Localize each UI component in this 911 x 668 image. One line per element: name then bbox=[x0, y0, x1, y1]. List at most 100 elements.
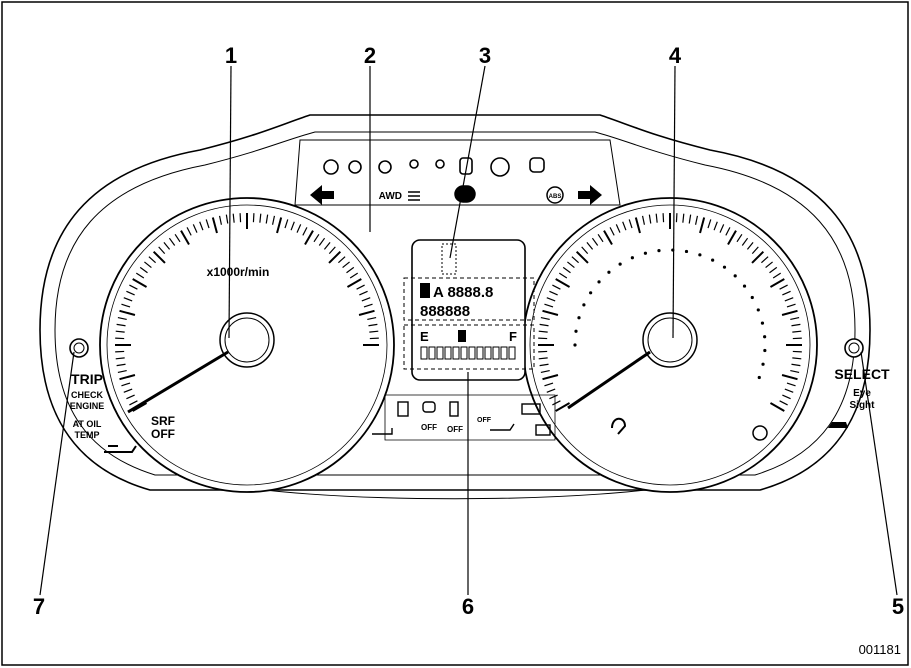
leader-lines bbox=[39, 65, 898, 596]
tach-tick bbox=[199, 221, 204, 231]
speed-tick bbox=[542, 374, 559, 381]
speed-tick bbox=[603, 230, 613, 246]
speed-tick bbox=[542, 309, 559, 316]
speed-dot bbox=[643, 251, 648, 255]
oil-temp-icon bbox=[104, 445, 137, 453]
speed-dot bbox=[573, 343, 577, 347]
speed-tick bbox=[546, 388, 556, 393]
speed-tick bbox=[782, 394, 791, 400]
tach-tick bbox=[318, 237, 326, 246]
speed-tick bbox=[591, 237, 599, 246]
speed-tick bbox=[751, 250, 765, 264]
speed-tick bbox=[581, 246, 589, 254]
tach-tick bbox=[369, 330, 379, 333]
speed-tick bbox=[615, 224, 621, 233]
speed-dot bbox=[698, 253, 702, 257]
speed-tick bbox=[786, 303, 796, 308]
cruise-speed-icon bbox=[611, 417, 627, 435]
speed-tick bbox=[540, 316, 550, 321]
tach-tick bbox=[135, 272, 145, 279]
tach-tick bbox=[116, 363, 126, 367]
cluster-housing bbox=[39, 114, 871, 491]
tach-tick bbox=[296, 224, 302, 233]
speed-tick bbox=[552, 400, 561, 406]
speed-tick bbox=[555, 278, 571, 288]
odometer-top: A 8888.8 bbox=[433, 284, 493, 301]
speed-dot bbox=[684, 249, 689, 254]
speed-tick bbox=[736, 233, 743, 243]
speedometer-hub bbox=[642, 312, 698, 368]
fuel-gauge-area bbox=[403, 324, 535, 370]
engine-label: ENGINE bbox=[70, 401, 105, 411]
speed-tick bbox=[779, 400, 788, 406]
trip-knob[interactable] bbox=[69, 338, 89, 358]
fuel-full-label: F bbox=[509, 329, 517, 344]
speed-tick bbox=[719, 224, 725, 233]
tach-tick bbox=[119, 309, 136, 316]
speed-tick bbox=[539, 323, 549, 327]
fuel-segment bbox=[420, 346, 428, 360]
tach-tick bbox=[148, 256, 156, 264]
tach-tick bbox=[117, 316, 127, 321]
callout-4: 4 bbox=[669, 43, 682, 68]
speed-dot bbox=[582, 303, 586, 307]
srf-off-label: OFF bbox=[151, 427, 175, 441]
second-row-icons bbox=[408, 185, 564, 204]
speed-tick bbox=[769, 278, 785, 288]
tach-tick bbox=[290, 221, 295, 231]
tach-tick bbox=[115, 330, 125, 333]
high-beam-icon bbox=[454, 185, 476, 203]
fuel-segment bbox=[452, 346, 460, 360]
tach-tick bbox=[259, 213, 262, 223]
speed-tick bbox=[782, 290, 791, 296]
speed-dot bbox=[733, 274, 737, 278]
speed-tick bbox=[790, 369, 800, 374]
tach-unit-label: x1000r/min bbox=[207, 265, 270, 279]
speed-tick bbox=[634, 217, 641, 234]
speed-dot bbox=[574, 329, 578, 333]
tach-tick bbox=[328, 250, 342, 264]
low-fuel-icon bbox=[397, 401, 409, 417]
speed-tick bbox=[791, 363, 801, 367]
tach-tick bbox=[211, 217, 218, 234]
speed-tick bbox=[546, 297, 556, 302]
callout-3: 3 bbox=[479, 43, 491, 68]
tach-tick bbox=[328, 246, 336, 254]
fuel-segment bbox=[476, 346, 484, 360]
cluster-inner-rim bbox=[54, 131, 856, 476]
tach-tick bbox=[126, 394, 135, 400]
tach-tick bbox=[121, 382, 131, 387]
speed-tick bbox=[544, 382, 554, 387]
brake-warning-icon bbox=[490, 157, 510, 177]
fuel-segment bbox=[468, 346, 476, 360]
check-label: CHECK bbox=[71, 390, 104, 400]
speed-dot bbox=[750, 295, 754, 300]
speed-tick bbox=[539, 363, 549, 367]
battery-icon bbox=[521, 403, 541, 415]
tach-tick bbox=[119, 374, 136, 381]
trip-label: TRIP bbox=[71, 371, 103, 387]
fuel-segment bbox=[444, 346, 452, 360]
select-knob[interactable] bbox=[844, 338, 864, 358]
at-oil-label: AT OIL bbox=[73, 419, 102, 429]
speed-tick bbox=[544, 303, 554, 308]
speed-tick bbox=[682, 213, 685, 223]
speed-tick bbox=[791, 323, 801, 327]
lane-keep-off-icon bbox=[449, 401, 459, 417]
speed-dot bbox=[607, 270, 611, 274]
speed-tick bbox=[555, 402, 571, 412]
speed-tick bbox=[784, 388, 794, 393]
tach-tick bbox=[174, 233, 181, 243]
tachometer-ticks bbox=[115, 213, 379, 412]
speed-tick bbox=[765, 261, 773, 269]
fuel-segment bbox=[428, 346, 436, 360]
speedometer-ticks bbox=[538, 213, 802, 412]
tach-tick bbox=[218, 215, 223, 225]
speed-tick bbox=[772, 272, 782, 279]
tach-tick bbox=[346, 278, 362, 288]
tach-tick bbox=[363, 303, 373, 308]
speed-tick bbox=[628, 219, 633, 229]
tach-tick bbox=[205, 219, 210, 229]
figure-code: 001181 bbox=[859, 642, 901, 657]
